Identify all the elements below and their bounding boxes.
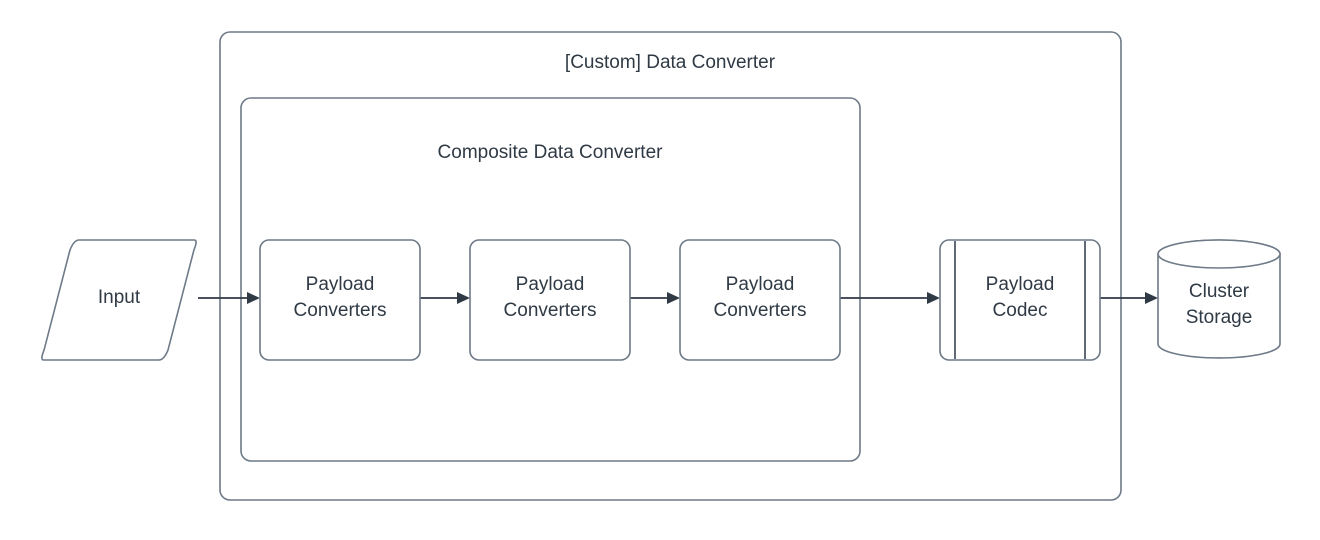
connector-arrowhead-input-to-converters-1 (247, 292, 260, 304)
node-cluster-storage[interactable] (1157, 239, 1281, 359)
container-label-custom-data-converter: [Custom] Data Converter (565, 52, 776, 73)
node-shape-payload-converters-2[interactable] (469, 239, 631, 361)
node-cylinder-top-cluster-storage (1157, 239, 1281, 269)
node-label-input: Input (98, 287, 141, 308)
connector-arrowhead-converters-2-to-converters-3 (667, 292, 680, 304)
node-payload-converters-3[interactable] (679, 239, 841, 361)
connector-arrowhead-converters-1-to-converters-2 (457, 292, 470, 304)
node-payload-converters-2[interactable] (469, 239, 631, 361)
connector-arrowhead-codec-to-cluster-storage (1145, 292, 1158, 304)
node-shape-payload-converters-1[interactable] (259, 239, 421, 361)
containers-layer (219, 31, 1122, 501)
node-payload-codec[interactable] (939, 239, 1101, 361)
node-shape-input[interactable] (41, 239, 197, 361)
container-composite-data-converter (240, 97, 861, 462)
node-payload-converters-1[interactable] (259, 239, 421, 361)
connectors-layer (198, 292, 1158, 304)
connector-converters-1-to-converters-2 (420, 292, 470, 304)
node-shape-payload-codec[interactable] (939, 239, 1101, 361)
connector-codec-to-cluster-storage (1100, 292, 1158, 304)
connector-arrowhead-converters-3-to-codec (927, 292, 940, 304)
container-custom-data-converter (219, 31, 1122, 501)
node-input[interactable] (41, 239, 197, 361)
container-label-composite-data-converter: Composite Data Converter (438, 142, 664, 163)
connector-input-to-converters-1 (198, 292, 260, 304)
node-shape-payload-converters-3[interactable] (679, 239, 841, 361)
nodes-layer (41, 239, 1281, 361)
container-outline-custom-data-converter (219, 31, 1122, 501)
connector-converters-3-to-codec (840, 292, 940, 304)
container-outline-composite-data-converter (240, 97, 861, 462)
connector-converters-2-to-converters-3 (630, 292, 680, 304)
